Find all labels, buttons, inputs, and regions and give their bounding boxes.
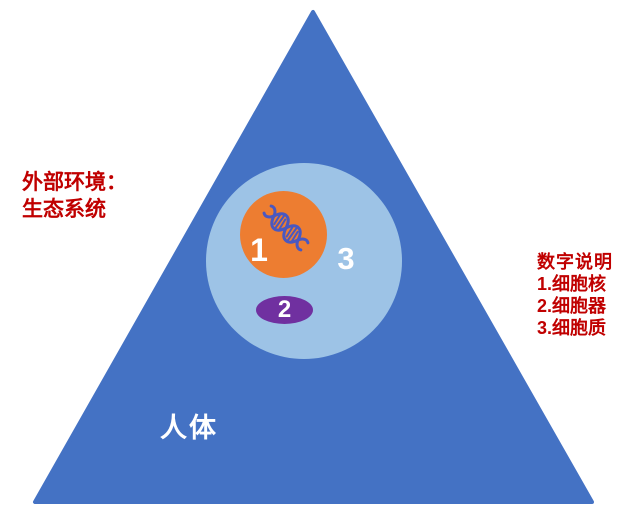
external-environment-label: 外部环境： 生态系统 bbox=[22, 169, 127, 223]
legend-item-organelle: 2.细胞器 bbox=[537, 296, 607, 316]
external-environment-line1: 外部环境： bbox=[22, 171, 127, 194]
legend-title: 数字说明 bbox=[537, 252, 613, 272]
legend-item-cytoplasm: 3.细胞质 bbox=[537, 318, 607, 338]
number-legend: 数字说明 1.细胞核 2.细胞器 3.细胞质 bbox=[537, 251, 613, 339]
organelle-ellipse: 2 bbox=[256, 296, 313, 324]
dna-double-helix-icon bbox=[256, 198, 316, 258]
nucleus-number-label: 1 bbox=[250, 232, 268, 268]
organelle-number-label: 2 bbox=[277, 296, 292, 323]
human-body-label: 人体 bbox=[160, 413, 218, 443]
legend-item-nucleus: 1.细胞核 bbox=[537, 274, 607, 294]
cytoplasm-number-label: 3 bbox=[337, 241, 355, 276]
external-environment-line2: 生态系统 bbox=[22, 198, 106, 221]
